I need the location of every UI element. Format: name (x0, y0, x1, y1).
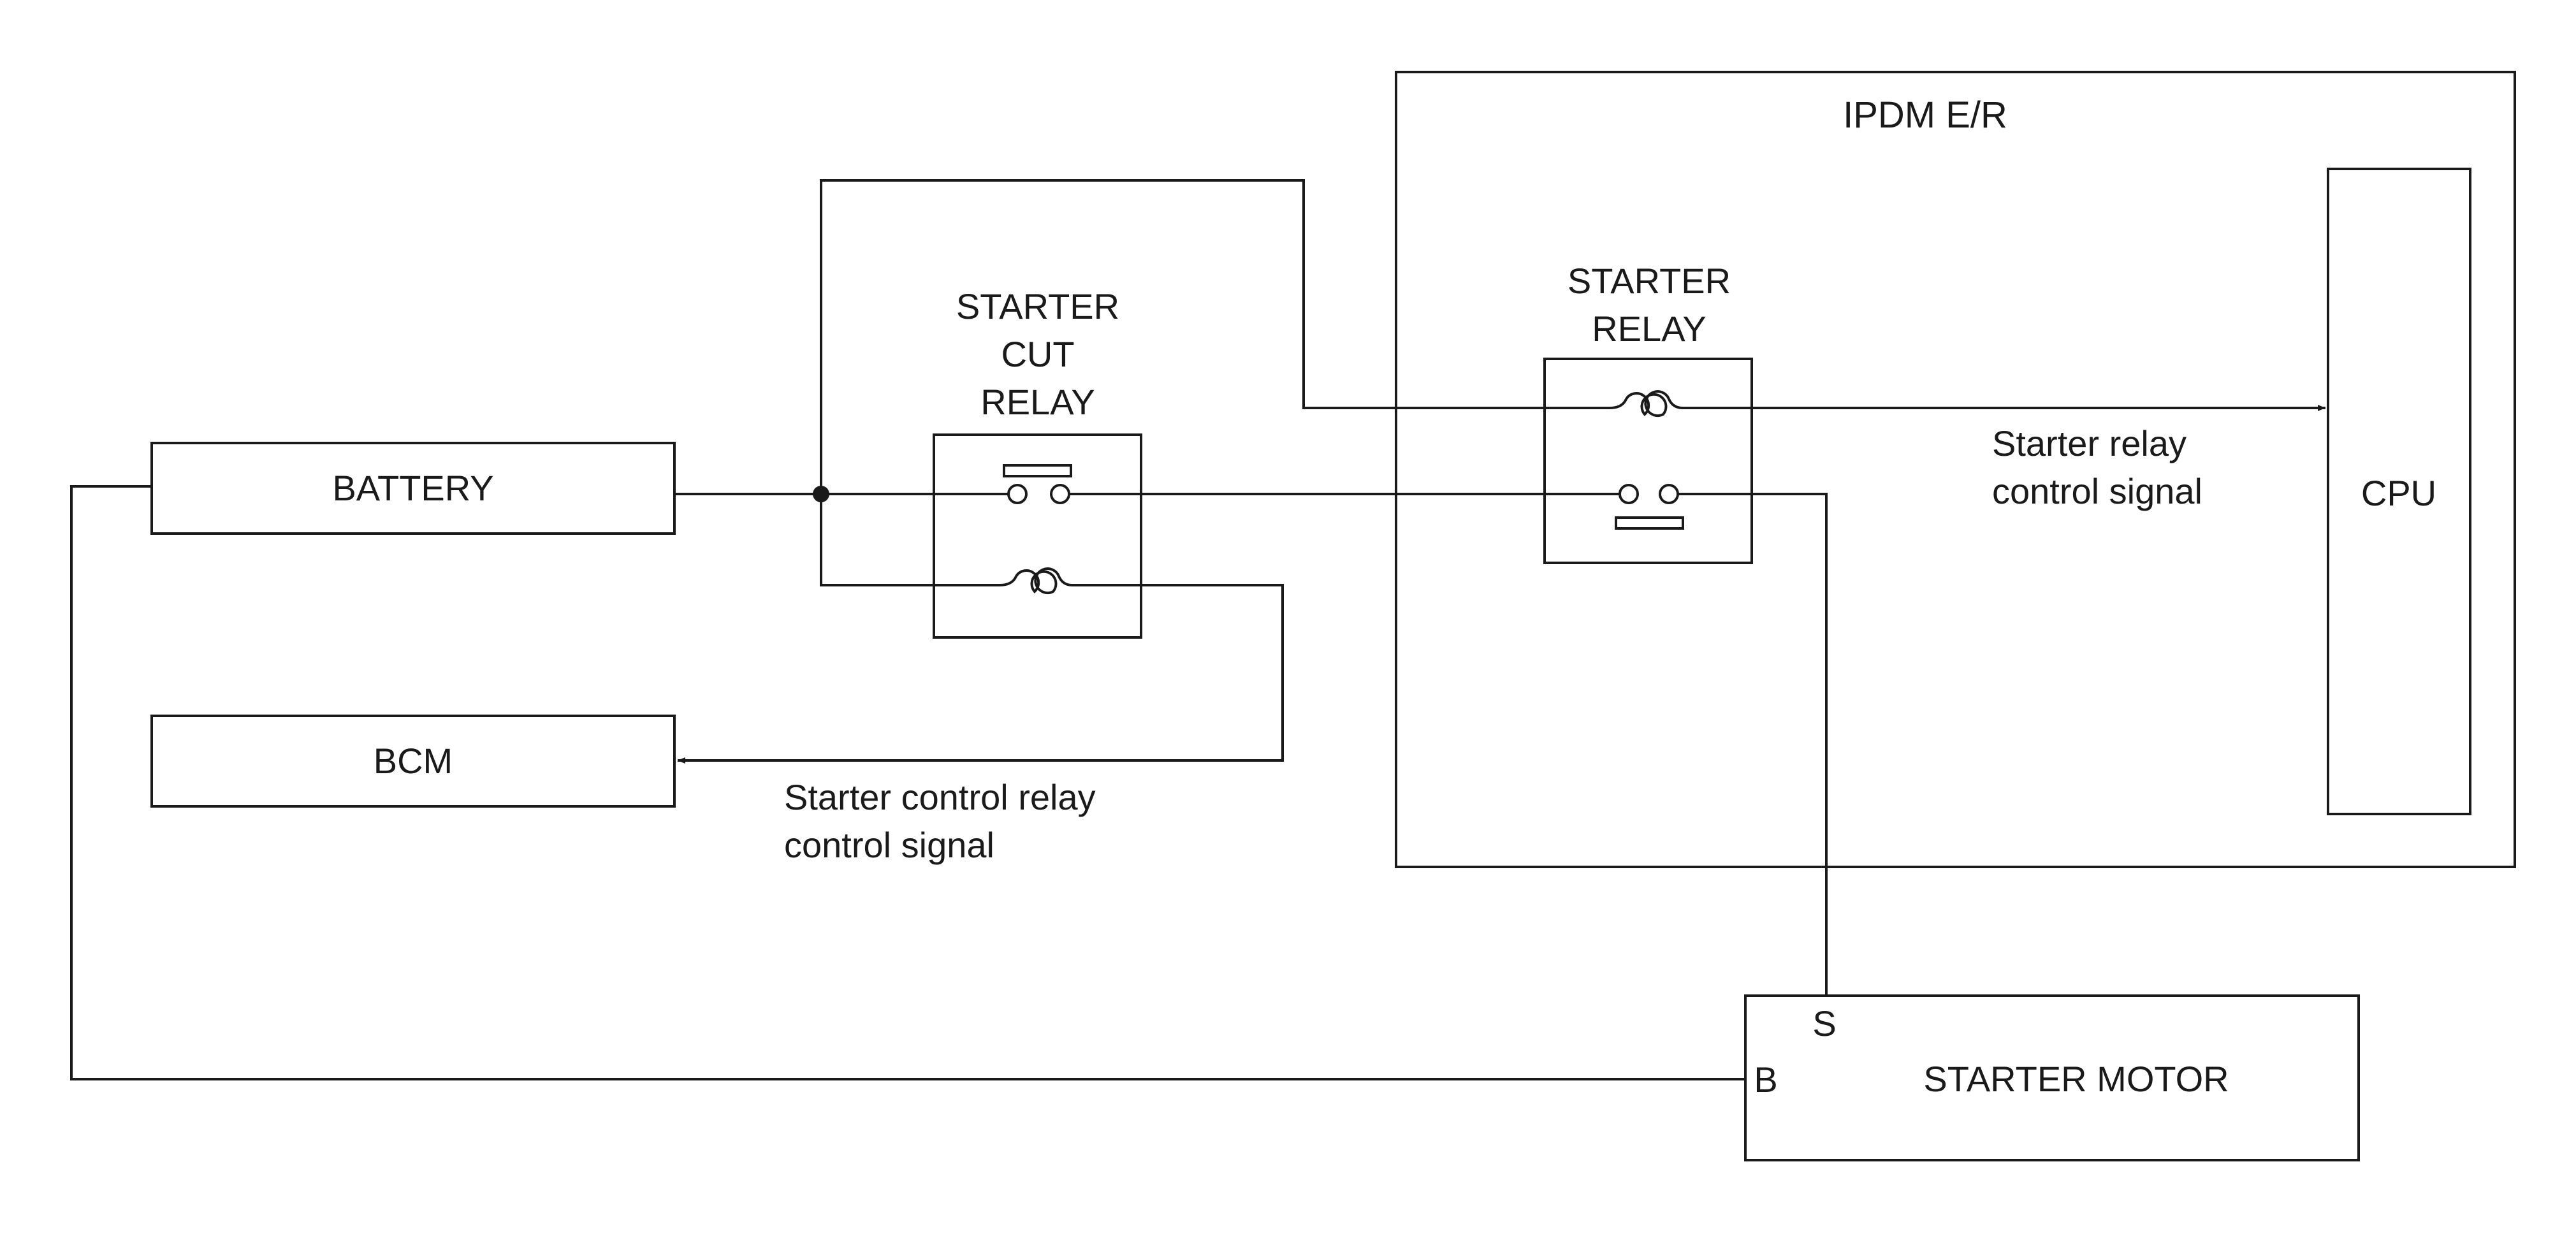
starter-cut-relay-label-2: CUT (1001, 334, 1074, 374)
cut-relay-contact-right (1050, 484, 1070, 504)
starter-motor-label: STARTER MOTOR (1923, 1059, 2229, 1099)
starter-relay-label-2: RELAY (1592, 309, 1706, 349)
ipdm-er-label: IPDM E/R (1843, 94, 2007, 136)
starter-relay-contact-left (1619, 484, 1639, 504)
starter-relay-contact-bar (1615, 516, 1684, 530)
starter-relay-signal-label-1: Starter relay (1992, 423, 2187, 463)
ipdm-er-box (1395, 71, 2516, 868)
junction-to-cut-relay-coil-wire (820, 494, 1000, 586)
battery-to-motor-b-wire (70, 485, 1745, 1080)
bcm-box (150, 715, 676, 808)
bcm-label: BCM (374, 741, 453, 781)
junction-up-to-starter-relay-coil-wire (820, 179, 1610, 494)
cut-relay-coil-icon (999, 567, 1073, 595)
terminal-s-label: S (1812, 1003, 1836, 1043)
starter-control-relay-signal-label-1: Starter control relay (784, 777, 1096, 817)
cut-relay-contact-left (1007, 484, 1028, 504)
starter-relay-contact-right (1659, 484, 1679, 504)
cut-relay-coil-to-bcm-wire (678, 584, 1284, 764)
terminal-b-label: B (1754, 1059, 1777, 1100)
starter-control-relay-signal-label-2: control signal (784, 825, 994, 865)
battery-label: BATTERY (332, 468, 493, 508)
starter-relay-box (1543, 358, 1753, 564)
starter-cut-relay-label-3: RELAY (980, 382, 1095, 422)
cpu-box (2327, 168, 2471, 815)
cut-relay-contact-bar (1003, 464, 1072, 477)
battery-box (150, 442, 676, 535)
starter-relay-coil-icon (1609, 390, 1684, 418)
starter-cut-relay-box (933, 433, 1142, 639)
starter-relay-label-1: STARTER (1568, 261, 1731, 301)
cpu-label: CPU (2361, 473, 2436, 513)
starter-cut-relay-label-1: STARTER (956, 286, 1119, 326)
starter-relay-signal-label-2: control signal (1992, 471, 2202, 511)
starter-relay-contact-to-motor-s-wire (1678, 493, 1828, 996)
